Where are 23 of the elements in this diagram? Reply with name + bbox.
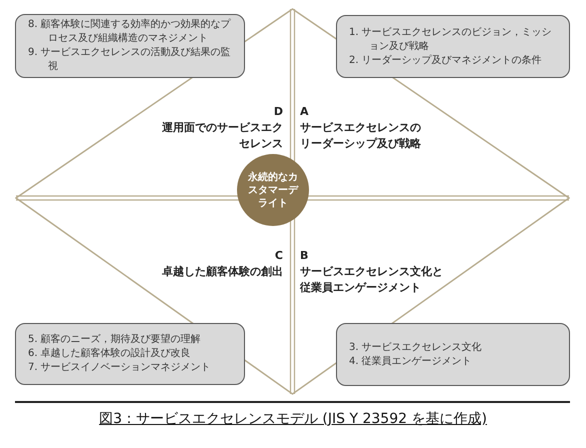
list-box [336, 15, 570, 78]
list-item: 2. リーダーシップ及びマネジメントの条件 [349, 54, 543, 68]
list-item: 7. サービスイノベーションマネジメント [28, 361, 212, 375]
list-item: 8. 顧客体験に関連する効率的かつ効果的なプロセス及び組織構造のマネジメント [28, 18, 232, 46]
list-item: 6. 卓越した顧客体験の設計及び改良 [28, 347, 192, 361]
list-item: 1. サービスエクセレンスのビジョン，ミッション及び戦略 [349, 26, 553, 54]
quadrant-title: 運用面でのサービスエクセレンス [161, 120, 283, 152]
quadrant-letter: D [274, 104, 283, 120]
quadrant-letter: A [300, 104, 309, 120]
list-item: 5. 顧客のニーズ，期待及び要望の理解 [28, 333, 202, 347]
quadrant-letter: B [300, 248, 308, 264]
quadrant-title: 卓越した顧客体験の創出 [161, 264, 283, 280]
quadrant-letter: C [274, 248, 283, 264]
list-box [336, 323, 570, 386]
center-circle: 永続的なカスタマーデライト [237, 154, 309, 226]
caption: 図3：サービスエクセレンスモデル (JIS Y 23592 を基に作成) [99, 411, 487, 427]
list-item: 4. 従業員エンゲージメント [349, 354, 473, 368]
list-item: 9. サービスエクセレンスの活動及び結果の監視 [28, 46, 232, 74]
list-item: 3. サービスエクセレンス文化 [349, 340, 483, 354]
list-box [15, 323, 245, 385]
list-box [15, 14, 245, 78]
quadrant-title: サービスエクセレンスのリーダーシップ及び戦略 [300, 120, 422, 152]
quadrant-title: サービスエクセレンス文化と従業員エンゲージメント [300, 264, 444, 296]
